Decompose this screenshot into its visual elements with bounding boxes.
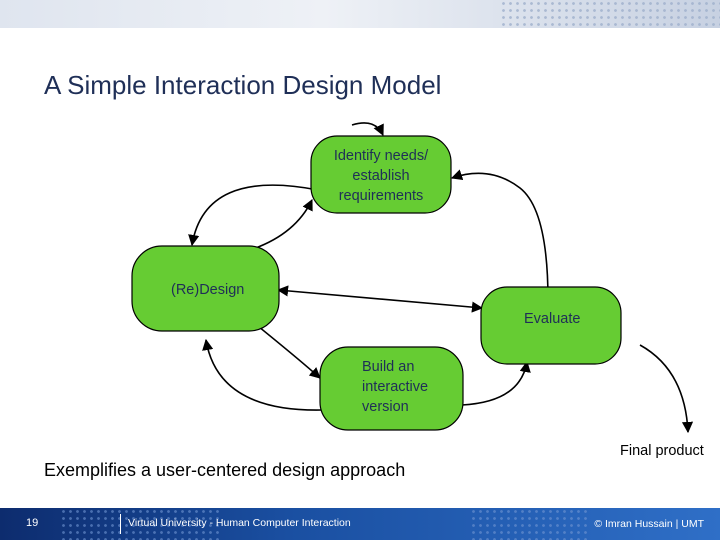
header-dot-pattern [500,0,720,28]
arrow-identify-to-redesign [188,184,319,247]
footer-dot-pattern-right [470,508,590,540]
node-redesign-label: (Re)Design [171,282,245,298]
top-header-band [0,0,720,28]
arrow-evaluate-to-identify [450,169,549,301]
footer-separator [120,514,121,534]
arrow-evaluate-to-final-product [639,344,694,434]
node-build-label: Build an interactive version [362,357,428,417]
node-identify-label: Identify needs/ establish requirements [311,146,451,206]
node-build-line-3: version [362,399,409,415]
footer-course-text: Virtual University - Human Computer Inte… [128,517,351,529]
page-number: 19 [26,517,39,529]
node-identify-line-3: requirements [338,188,424,204]
node-evaluate-label: Evaluate [524,311,581,327]
slide-title: A Simple Interaction Design Model [44,70,442,100]
node-build [319,346,464,431]
node-redesign [131,245,280,332]
footer-dot-pattern-left [60,508,220,540]
slide-caption: Exemplifies a user-centered design appro… [44,460,406,480]
arrow-evaluate-redesign-bidirectional [276,285,484,313]
footer-band: 19 Virtual University - Human Computer I… [0,508,720,540]
node-evaluate [480,286,622,365]
arrow-build-to-redesign [202,338,323,411]
arrow-build-to-evaluate [461,360,531,406]
node-build-line-2: interactive [362,379,429,395]
node-identify-needs [310,135,452,214]
node-identify-line-2: establish [352,168,410,184]
footer-copyright-text: © Imran Hussain | UMT [594,518,704,530]
node-identify-line-1: Identify needs/ [333,148,429,164]
node-build-line-1: Build an [362,359,415,375]
arrow-into-identify [351,122,384,137]
final-product-label: Final product [620,443,704,459]
